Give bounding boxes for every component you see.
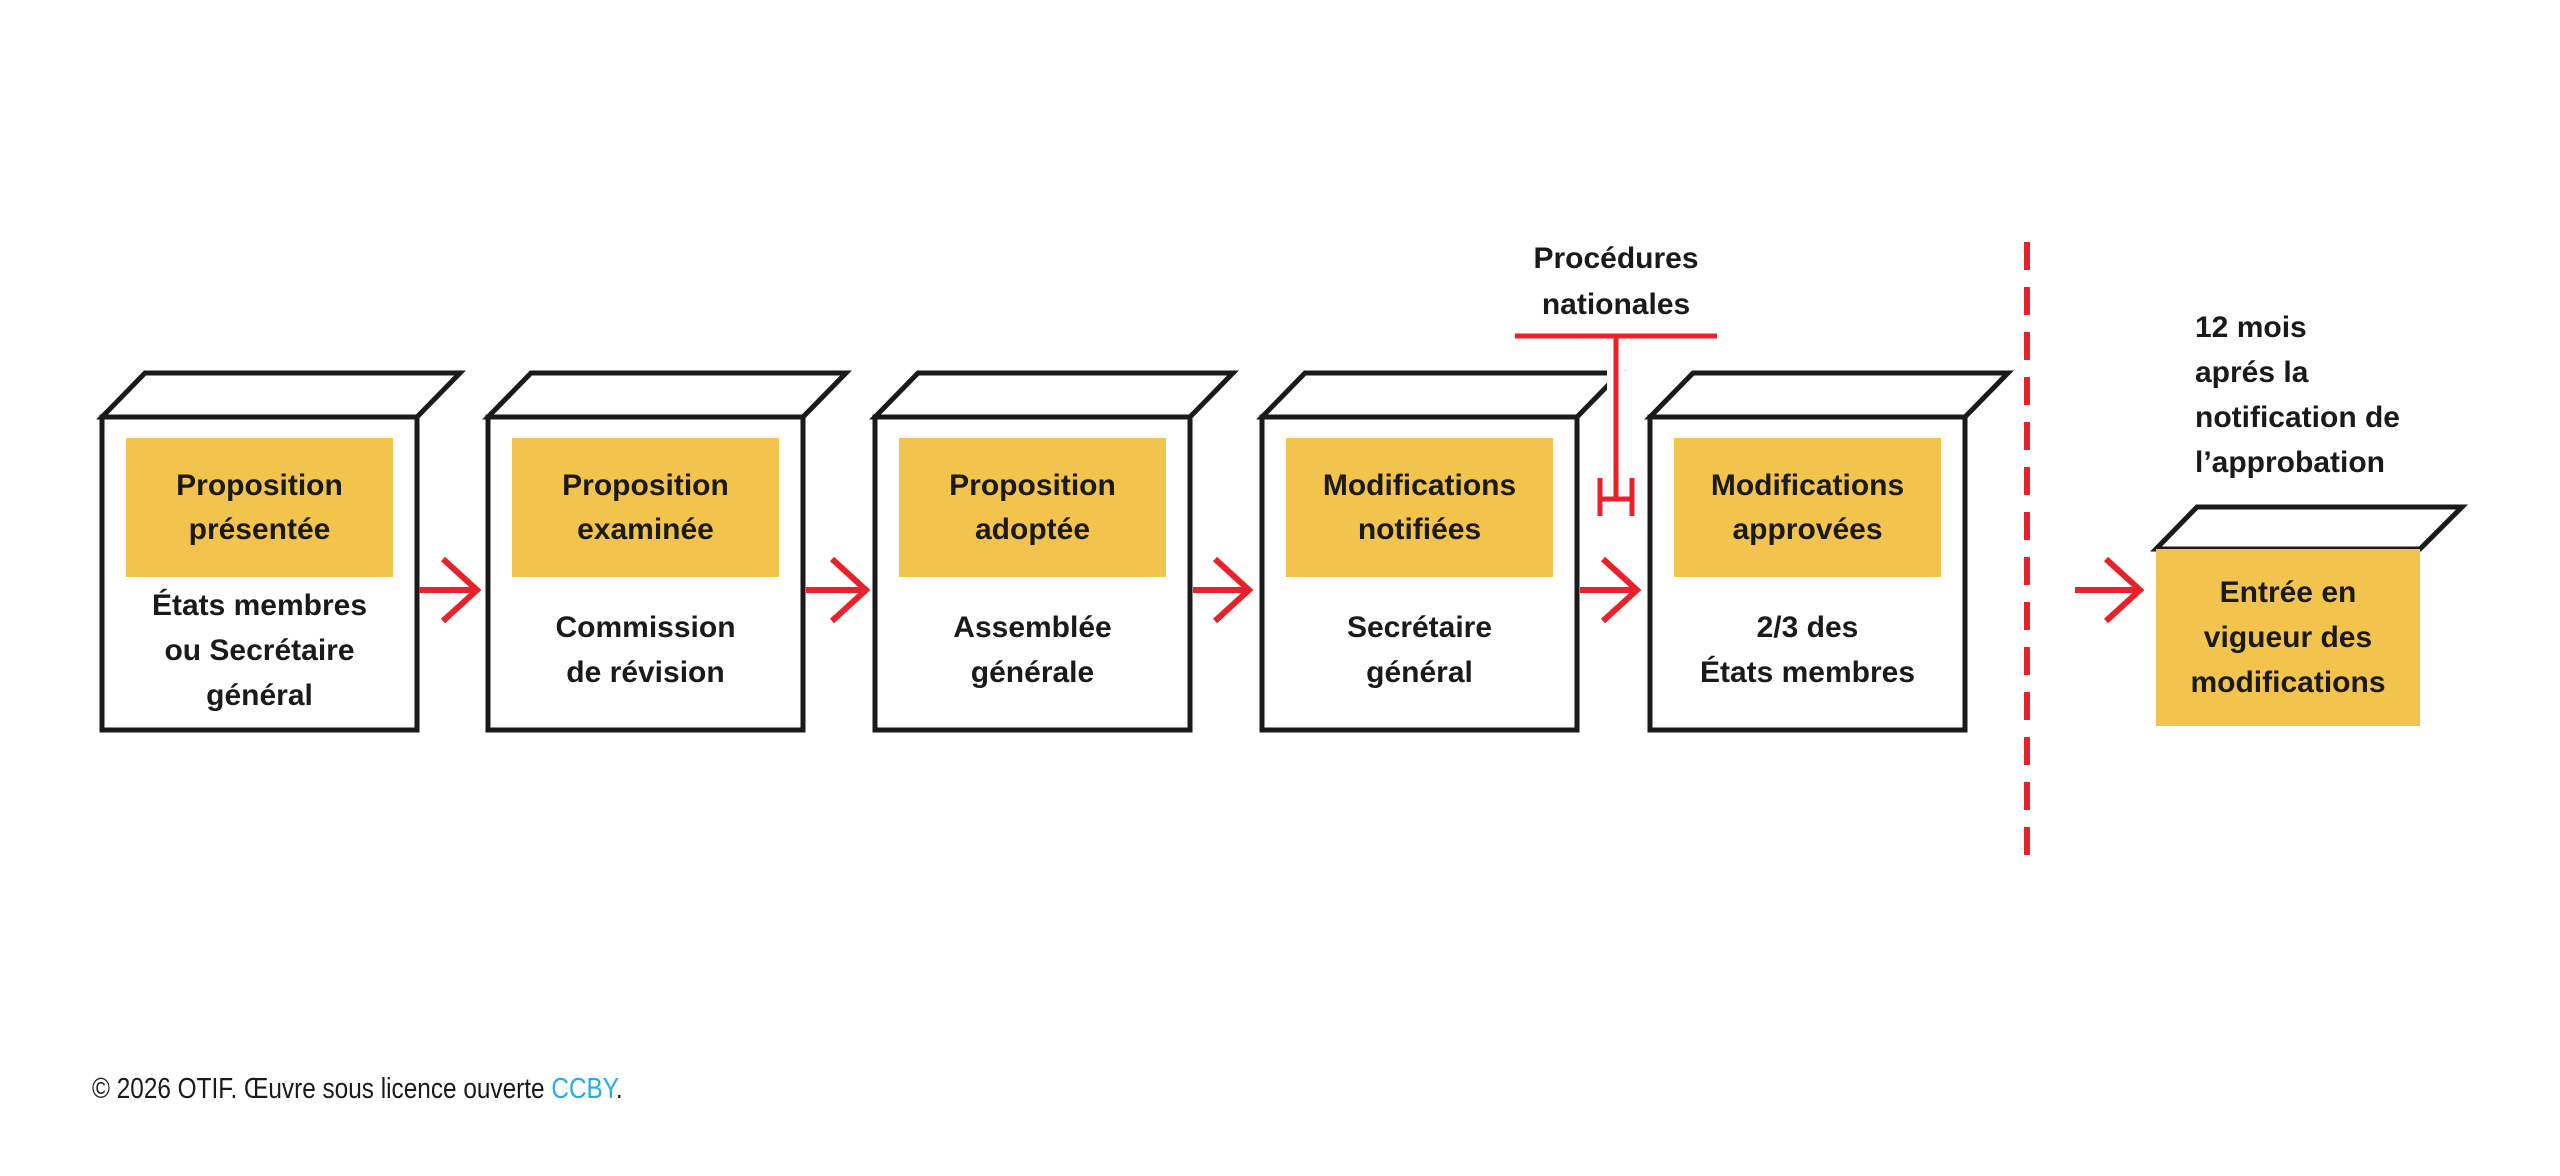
step-5-status-label: Modifications approvées: [1674, 438, 1941, 577]
box-2-top-face: [482, 370, 852, 420]
box-4-top-face: [1256, 370, 1626, 420]
entry-into-force-delay-note: 12 mois aprés la notification de l’appro…: [2195, 311, 2400, 479]
flow-arrow-4-icon: [1580, 556, 1642, 624]
copyright-text: © 2026 OTIF. Œuvre sous licence ouverte: [92, 1073, 552, 1105]
step-1-status-label: Proposition présentée: [126, 438, 393, 577]
box-1-top-face: [96, 370, 466, 420]
box-3-top-face: [869, 370, 1239, 420]
box-5-top-face: [1644, 370, 2014, 420]
final-box-top-face: [2150, 504, 2469, 552]
step-4-actor-label: Secrétaire général: [1346, 611, 1493, 689]
copyright-footer: © 2026 OTIF. Œuvre sous licence ouverte …: [92, 1072, 623, 1106]
flow-arrow-5-icon: [2075, 556, 2145, 624]
step-2-actor-label: Commission de révision: [555, 611, 736, 689]
step-3-actor-label: Assemblée générale: [953, 611, 1112, 689]
step-4-status-label: Modifications notifiées: [1286, 438, 1553, 577]
flow-arrow-3-icon: [1193, 556, 1254, 624]
final-step-label: Entrée en vigueur des modifications: [2156, 549, 2420, 726]
step-5-actor-label: 2/3 des États membres: [1699, 611, 1916, 689]
step-1-actor-label: États membres ou Secrétaire général: [151, 588, 368, 712]
flow-arrow-1-icon: [419, 556, 482, 624]
copyright-period: .: [615, 1073, 623, 1105]
flow-arrow-2-icon: [806, 556, 871, 624]
license-link[interactable]: CCBY: [551, 1073, 616, 1105]
step-2-status-label: Proposition examinée: [512, 438, 779, 577]
step-3-status-label: Proposition adoptée: [899, 438, 1166, 577]
national-procedures-label: Procédures nationales: [1533, 242, 1699, 321]
